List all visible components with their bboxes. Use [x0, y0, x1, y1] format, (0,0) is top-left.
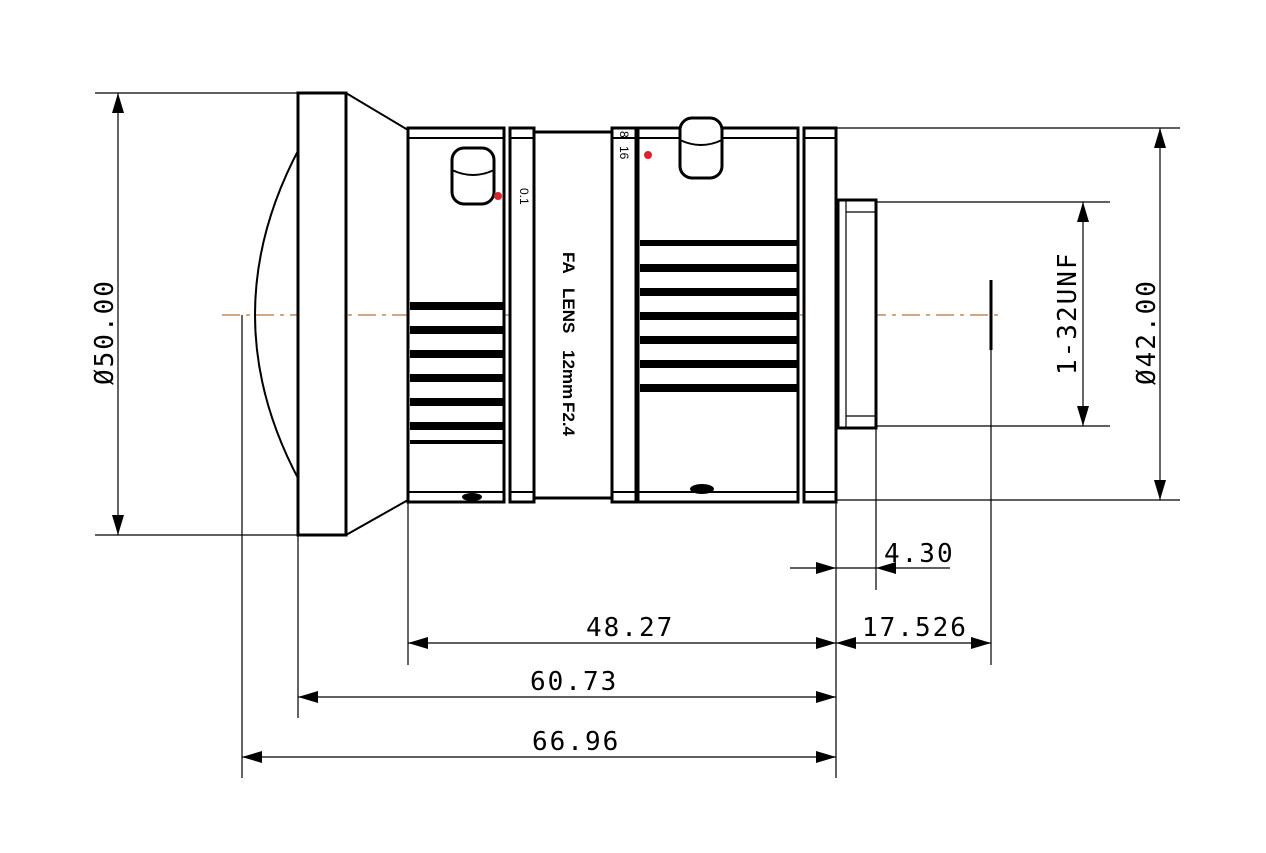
divider-ring-1 [508, 126, 536, 504]
dim-back-focus: 17.526 [862, 613, 968, 643]
focus-ring-grip [410, 302, 504, 444]
engraving-lens: LENS [559, 288, 578, 333]
dim-length-no-dome: 60.73 [530, 667, 618, 697]
engraving-focal: 12mm [559, 350, 578, 399]
dim-diameter-body: Ø42.00 [1132, 279, 1162, 385]
lens-engraving: FA LENS 12mm F2.4 [559, 252, 578, 437]
iris-lock-screw [678, 116, 724, 180]
dim-flange-thread: 4.30 [884, 539, 955, 569]
iris-index-dot [644, 151, 652, 159]
front-dome [254, 146, 301, 483]
focus-index-dot [494, 192, 502, 200]
iris-ring-grip [640, 240, 798, 392]
dim-body-length: 48.27 [586, 613, 674, 643]
iris-scale-mark-b: 16 [617, 146, 631, 160]
front-taper [345, 92, 409, 536]
rear-ring [802, 126, 838, 504]
engraving-fa: FA [559, 252, 578, 274]
dim-diameter-front: Ø50.00 [90, 279, 120, 385]
label-barrel [532, 130, 614, 500]
front-ring [296, 91, 348, 537]
engraving-fnum: F2.4 [559, 402, 578, 437]
dim-total-length: 66.96 [532, 727, 620, 757]
iris-scale-mark-a: 8 [617, 131, 631, 138]
focus-scale-mark: 0.1 [517, 188, 531, 205]
dim-thread: 1-32UNF [1053, 251, 1083, 375]
mount-thread [836, 198, 878, 430]
divider-ring-2 [610, 126, 638, 504]
